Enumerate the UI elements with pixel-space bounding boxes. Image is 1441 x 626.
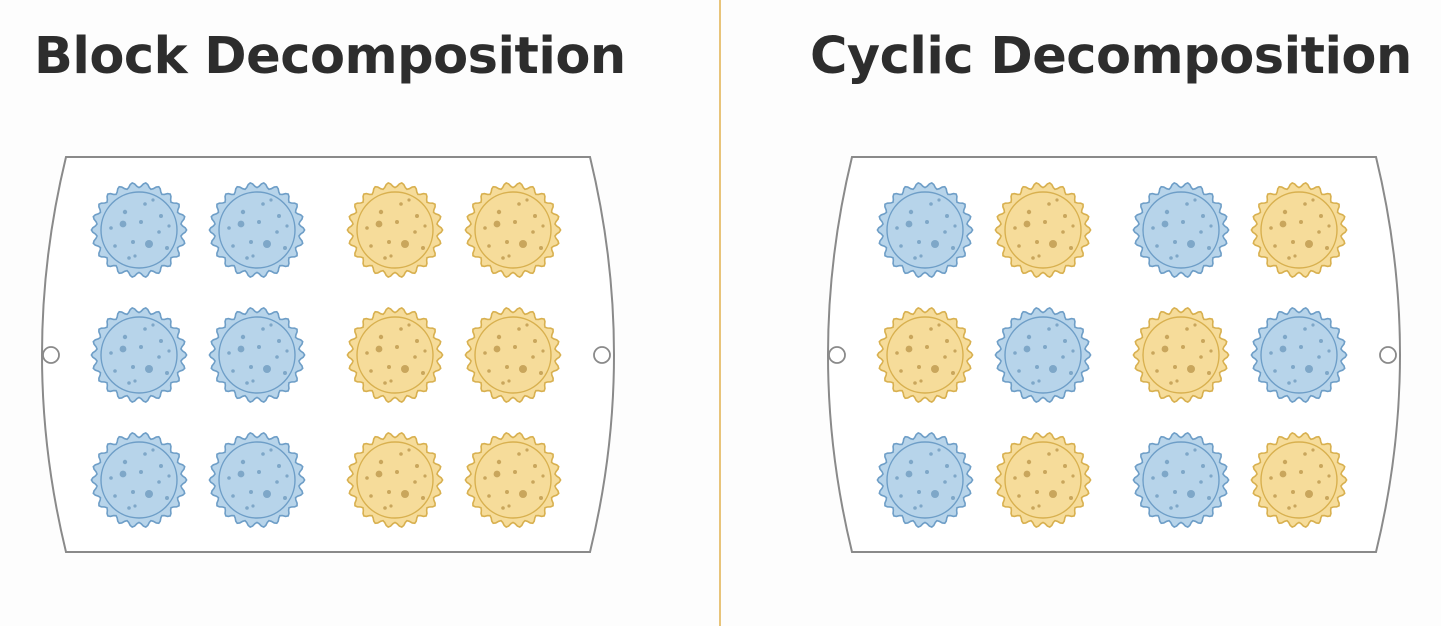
blue-pie-r2-c2: [208, 306, 306, 404]
yellow-pie-r2-c4: [464, 306, 562, 404]
cyclic-decomposition-panel: Cyclic Decomposition: [722, 0, 1441, 626]
block-decomposition-title: Block Decomposition: [34, 27, 626, 86]
tray-outline: [827, 156, 1401, 553]
yellow-pie-r1-c2: [994, 181, 1092, 279]
cyclic-decomposition-tray: [827, 156, 1401, 553]
block-decomposition-tray: [41, 156, 615, 553]
tray-hole-right: [1379, 346, 1397, 364]
yellow-pie-r1-c3: [346, 181, 444, 279]
blue-pie-r1-c1: [90, 181, 188, 279]
tray-outline: [41, 156, 615, 553]
blue-pie-r3-c1: [876, 431, 974, 529]
blue-pie-r2-c4: [1250, 306, 1348, 404]
panel-divider: [719, 0, 721, 626]
blue-pie-r1-c3: [1132, 181, 1230, 279]
blue-pie-r1-c1: [876, 181, 974, 279]
yellow-pie-r2-c3: [1132, 306, 1230, 404]
blue-pie-r2-c1: [90, 306, 188, 404]
yellow-pie-r2-c1: [876, 306, 974, 404]
yellow-pie-r3-c4: [1250, 431, 1348, 529]
block-decomposition-panel: Block Decomposition: [0, 0, 720, 626]
yellow-pie-r1-c4: [1250, 181, 1348, 279]
cyclic-decomposition-title: Cyclic Decomposition: [810, 27, 1412, 86]
yellow-pie-r3-c2: [994, 431, 1092, 529]
yellow-pie-r2-c3: [346, 306, 444, 404]
yellow-pie-r3-c3: [346, 431, 444, 529]
blue-pie-r2-c2: [994, 306, 1092, 404]
tray-hole-left: [828, 346, 846, 364]
blue-pie-r1-c2: [208, 181, 306, 279]
blue-pie-r3-c2: [208, 431, 306, 529]
tray-hole-right: [593, 346, 611, 364]
tray-hole-left: [42, 346, 60, 364]
yellow-pie-r1-c4: [464, 181, 562, 279]
blue-pie-r3-c1: [90, 431, 188, 529]
blue-pie-r3-c3: [1132, 431, 1230, 529]
yellow-pie-r3-c4: [464, 431, 562, 529]
